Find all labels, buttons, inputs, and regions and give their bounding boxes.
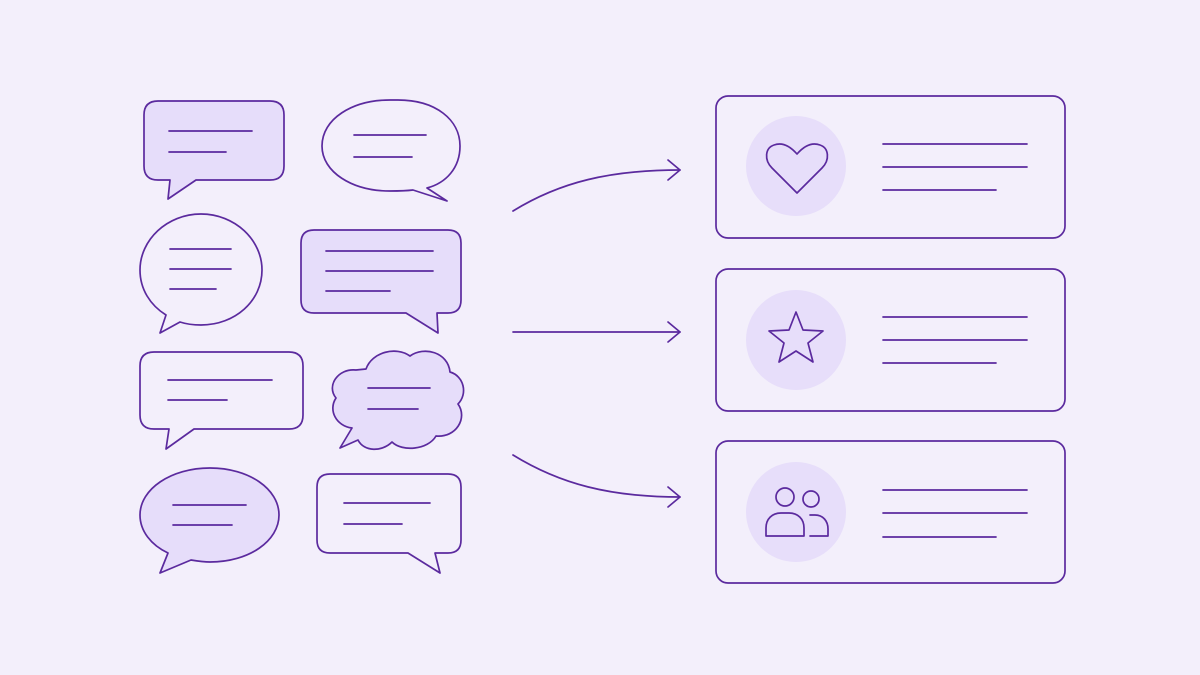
category-card-1 [715,95,1066,239]
speech-bubble-6 [331,350,465,451]
icon-circle [746,290,846,390]
speech-bubble-3 [139,213,263,334]
speech-bubble-7 [139,467,280,574]
arrow-bottom [512,454,681,508]
arrow-middle [512,321,681,343]
speech-bubble-1 [143,100,285,200]
speech-bubble-5 [139,351,304,450]
speech-bubble-4 [300,229,462,334]
users-icon [765,487,829,537]
category-card-3 [715,440,1066,584]
category-card-2 [715,268,1066,412]
icon-circle [746,116,846,216]
star-icon [768,311,824,363]
arrow-top [512,159,681,212]
speech-bubble-8 [316,473,462,574]
speech-bubble-2 [321,99,461,202]
heart-icon [765,143,829,194]
icon-circle [746,462,846,562]
